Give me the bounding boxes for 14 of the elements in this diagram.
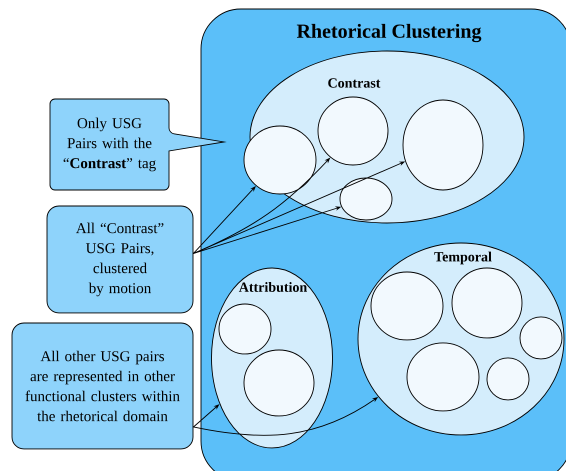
cluster-circle xyxy=(244,126,316,194)
cluster-circle xyxy=(244,350,314,416)
cluster-circle xyxy=(406,342,480,412)
cluster-circle xyxy=(340,178,392,220)
cluster-circle xyxy=(452,268,522,338)
callout-box: Only USG Pairs with the “Contrast” tag xyxy=(50,98,224,190)
cluster-circle xyxy=(486,358,530,400)
note-box: All other USG pairs are represented in other functional clusters within the rhetorical domain xyxy=(12,322,194,450)
cluster-circle xyxy=(318,96,388,166)
note-box: All “Contrast” USG Pairs, clustered by motion xyxy=(46,206,194,314)
cluster-circle xyxy=(520,316,562,360)
cluster-circle xyxy=(218,304,272,354)
cluster-circle xyxy=(370,272,444,340)
cluster-circle xyxy=(402,100,484,190)
